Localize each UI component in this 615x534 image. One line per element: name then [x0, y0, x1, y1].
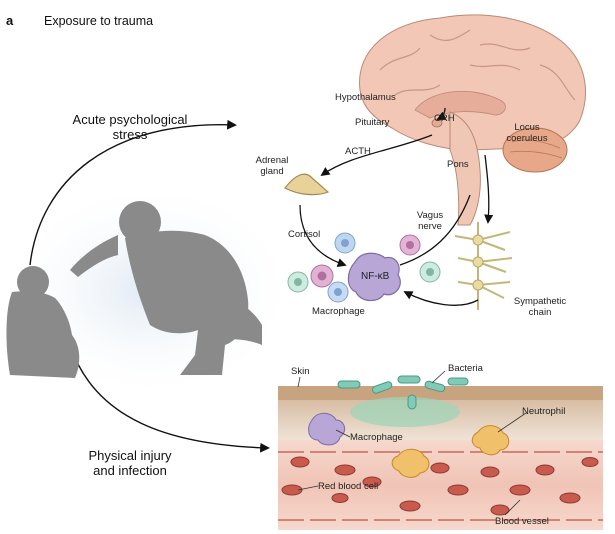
tissue-macrophage — [308, 412, 346, 446]
brainstem — [449, 111, 481, 226]
vagus-nerve-label: Vagus nerve — [416, 210, 444, 232]
wound-inflammation — [350, 397, 460, 427]
panel-letter: a — [6, 13, 14, 28]
adult-silhouette — [70, 201, 262, 375]
bacteria-group — [337, 375, 469, 410]
figure-title: Exposure to trauma — [44, 14, 154, 28]
skin-label: Skin — [291, 366, 310, 377]
blood-vessel — [278, 440, 603, 530]
pituitary-label: Pituitary — [355, 117, 390, 128]
injury-pathway-label: Physical injury and infection — [88, 448, 172, 478]
bacteria-label: Bacteria — [448, 363, 483, 374]
cortisol-arrow — [299, 204, 347, 268]
crh-arrow — [436, 107, 447, 120]
sympathetic-chain — [454, 222, 513, 310]
sympathetic-arrow — [403, 291, 479, 306]
brain — [359, 14, 586, 226]
blood-vessel-label: Blood vessel — [495, 516, 549, 527]
tissue-section — [278, 386, 603, 530]
immune-cells-cluster — [287, 232, 441, 303]
acth-arrow — [320, 134, 433, 177]
hypothalamus-label: Hypothalamus — [335, 92, 396, 103]
tissue-macrophage-label: Macrophage — [350, 432, 403, 443]
stress-pathway-label: Acute psychological stress — [72, 112, 188, 142]
neutrophil-label: Neutrophil — [522, 406, 566, 417]
pons-label: Pons — [447, 159, 469, 170]
stress-pathway-arrow — [29, 119, 237, 266]
red-blood-cell-label: Red blood cell — [318, 481, 379, 492]
crh-label: CRH — [434, 113, 455, 124]
cortisol-label: Cortisol — [288, 229, 321, 240]
adrenal-gland-label: Adrenal gland — [255, 155, 289, 177]
locus-descend-arrow — [484, 154, 494, 224]
red-blood-cells — [281, 456, 599, 516]
macrophage-cell — [347, 252, 401, 302]
neutrophils — [391, 425, 510, 478]
adrenal-gland — [284, 173, 330, 196]
vagus-arrow — [399, 194, 471, 266]
cerebellum — [502, 127, 568, 173]
injury-pathway-arrow — [69, 344, 270, 453]
locus-coeruleus-label: Locus coeruleus — [506, 122, 548, 144]
child-silhouette — [6, 266, 80, 378]
sympathetic-chain-label: Sympathetic chain — [513, 296, 567, 318]
macrophage-label: Macrophage — [312, 306, 365, 317]
nfkb-label: NF-κB — [361, 271, 390, 282]
acth-label: ACTH — [345, 146, 371, 157]
